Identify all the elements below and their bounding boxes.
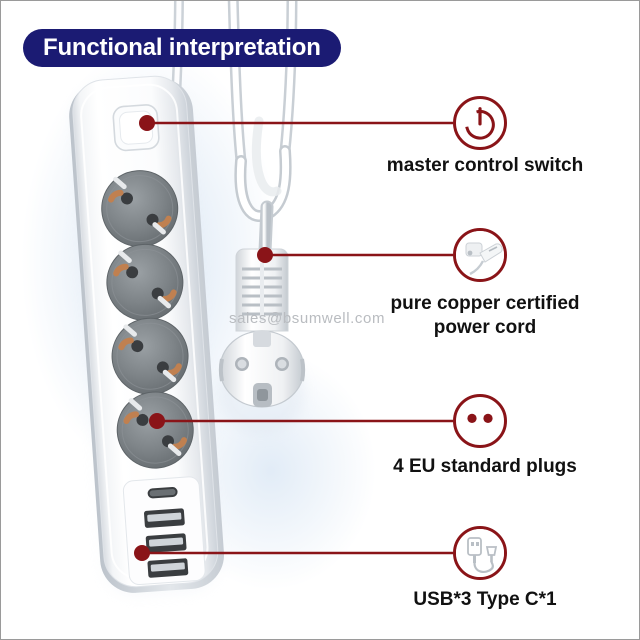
page-title: Functional interpretation	[43, 34, 321, 61]
watermark-text: sales@bsumwell.com	[229, 310, 386, 327]
title-banner: Functional interpretation	[23, 29, 341, 67]
eu-socket-icon	[453, 394, 507, 448]
callout-label-power-cord-line1: pure copper certified	[390, 293, 580, 314]
callout-label-usb-ports: USB*3 Type C*1	[413, 589, 557, 610]
power-icon	[453, 96, 507, 150]
master-switch-graphic	[112, 104, 160, 152]
callout-label-master-control-switch: master control switch	[386, 155, 584, 176]
usb-panel-graphic	[122, 476, 206, 586]
power-strip-body	[69, 75, 225, 597]
plug-photo-icon	[453, 228, 507, 282]
callout-label-power-cord-line2: power cord	[433, 317, 537, 338]
eu-schuko-plug-graphic	[217, 248, 306, 435]
callout-label-eu-plugs: 4 EU standard plugs	[393, 456, 577, 477]
usb-cable-icon	[453, 526, 507, 580]
